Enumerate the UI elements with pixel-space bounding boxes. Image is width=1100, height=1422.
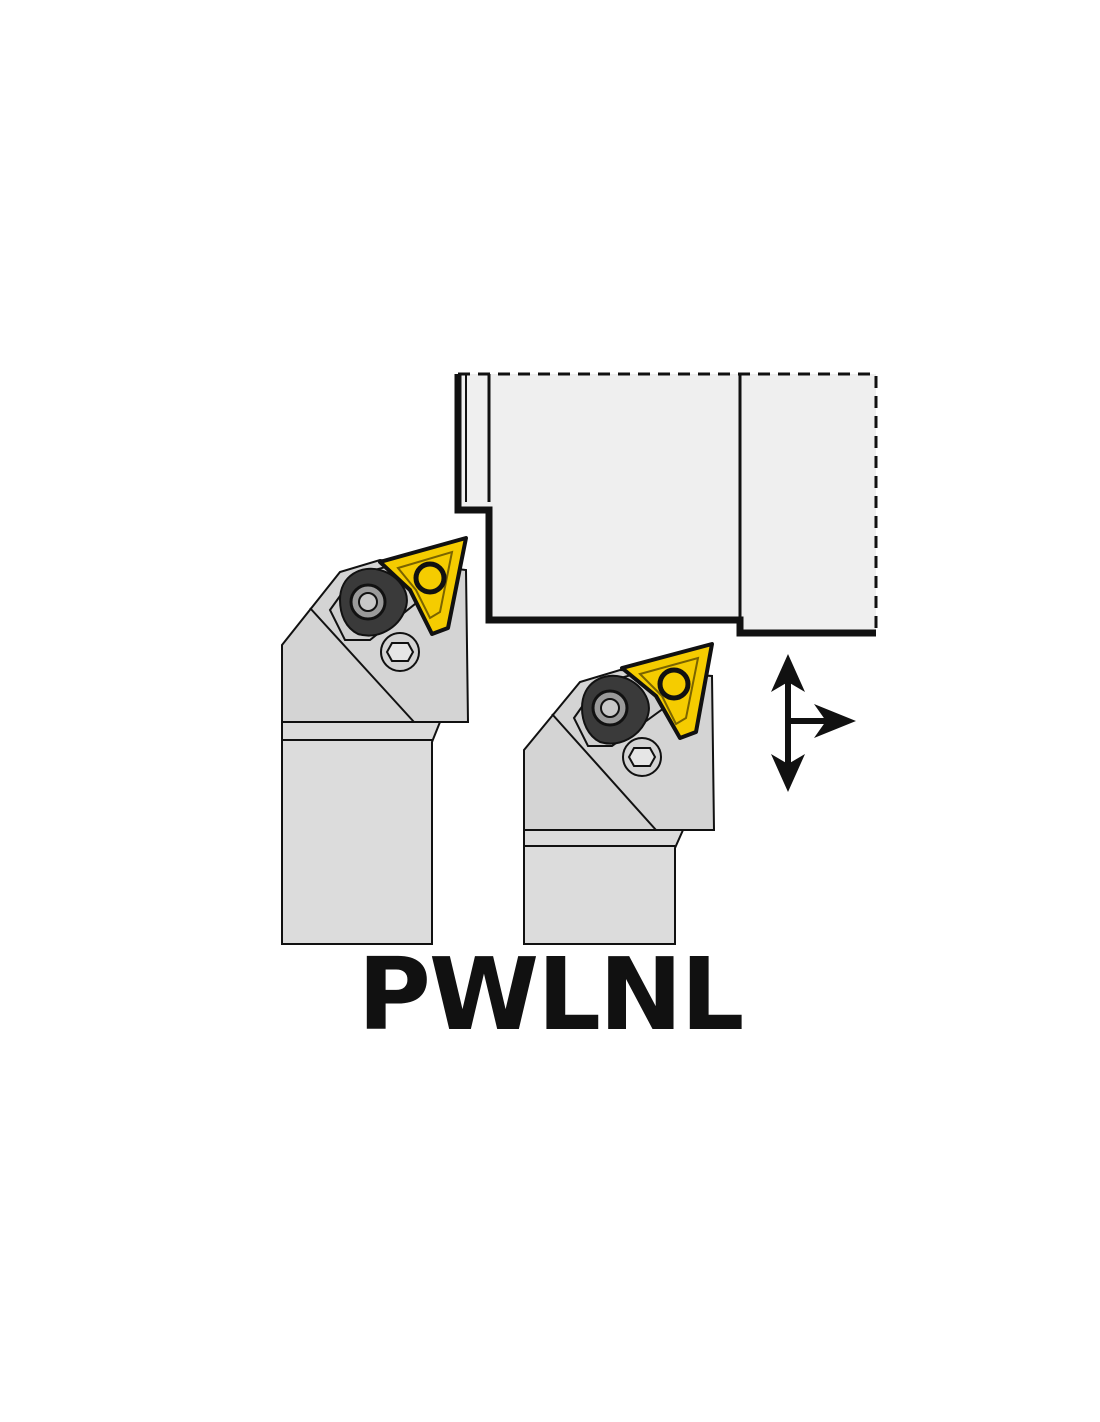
tool-holder-left (281, 536, 470, 945)
hex-screw-left (380, 632, 420, 672)
hex-screw-right (622, 737, 662, 777)
workpiece-contour (454, 374, 876, 637)
holder-head-facet (309, 607, 415, 723)
workpiece (454, 372, 878, 637)
model-code-label: PWLNL (357, 936, 745, 1053)
holder-shank (281, 721, 442, 945)
insert-hole (657, 667, 691, 701)
clamp-screw-inner (600, 698, 620, 718)
feed-direction-arrows (771, 654, 856, 792)
arrow-down-icon (771, 754, 805, 792)
arrow-up-icon (771, 654, 805, 692)
holder-shank (523, 829, 685, 945)
insert-hole (413, 561, 447, 595)
clamp-screw-inner (358, 592, 378, 612)
insert-chipbreaker (638, 656, 700, 726)
holder-head-facet (551, 713, 657, 831)
hex-socket (385, 642, 415, 662)
lever-clamp-right (580, 674, 650, 745)
lever-clamp-left (338, 567, 408, 637)
trigon-insert-left (378, 536, 468, 636)
workpiece-body (458, 374, 876, 633)
trigon-insert-right (620, 642, 714, 740)
arrow-right-icon (814, 704, 856, 738)
hex-socket (627, 747, 657, 767)
insert-chipbreaker (396, 550, 454, 620)
tool-holder-right (523, 642, 716, 945)
workpiece-dashed-boundary (458, 372, 878, 633)
